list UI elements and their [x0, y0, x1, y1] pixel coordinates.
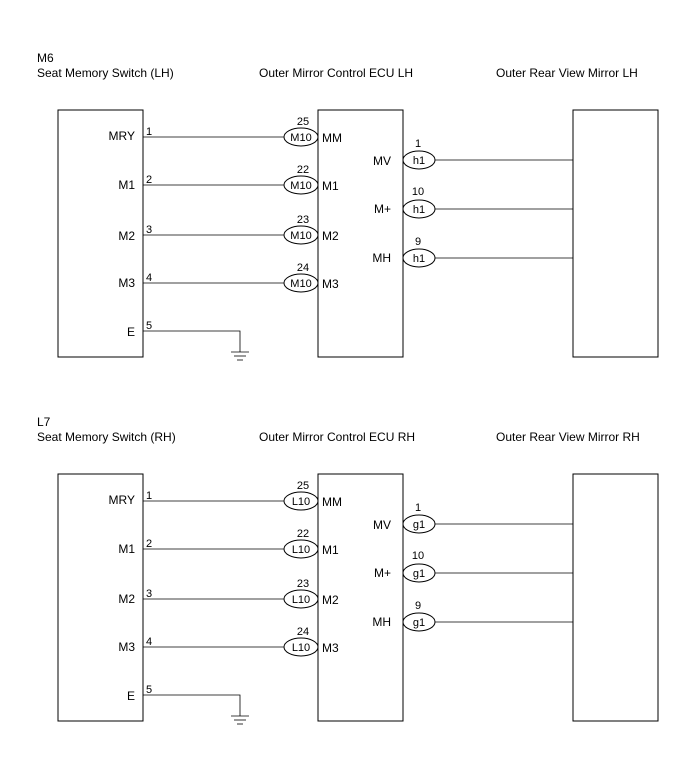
connector-oval [283, 225, 319, 245]
connector-oval [283, 273, 319, 293]
ground-wire [143, 694, 241, 716]
ecu-terminal: M1 [322, 543, 339, 557]
mirror-box [572, 109, 659, 358]
switch-pin-name: M1 [118, 178, 135, 192]
ecu-pin-number: 22 [297, 528, 309, 540]
switch-pin-name: E [127, 689, 135, 703]
ecu-pin-number: 25 [297, 116, 309, 128]
connector-code: M10 [290, 278, 311, 290]
ecu-title: Outer Mirror Control ECU RH [259, 430, 415, 444]
mirror-title: Outer Rear View Mirror LH [496, 66, 638, 80]
ground-icon [231, 715, 249, 725]
ecu-output-terminal: M+ [374, 566, 391, 580]
switch-pin-name: M3 [118, 640, 135, 654]
switch-pin-name: MRY [109, 129, 135, 143]
ecu-terminal: M2 [322, 593, 339, 607]
connector-code: g1 [413, 519, 425, 531]
connector-code: M10 [290, 180, 311, 192]
connector-code: M10 [290, 230, 311, 242]
switch-pin-number: 4 [146, 272, 152, 284]
switch-pin-name: M3 [118, 276, 135, 290]
connector-code: L10 [292, 496, 310, 508]
switch-pin-number: 2 [146, 538, 152, 550]
ground-wire [143, 330, 241, 352]
connector-code: h1 [413, 253, 425, 265]
connector-code: L10 [292, 594, 310, 606]
ecu-pin-number: 25 [297, 480, 309, 492]
connector-code-label: L7 [37, 415, 51, 429]
connector-code: g1 [413, 617, 425, 629]
ecu-output-pin: 1 [415, 138, 421, 150]
ecu-output-terminal: MH [372, 615, 391, 629]
switch-box [57, 473, 144, 722]
ecu-output-pin: 9 [415, 236, 421, 248]
connector-oval [402, 514, 436, 534]
ecu-terminal: M1 [322, 179, 339, 193]
ecu-pin-number: 24 [297, 262, 309, 274]
switch-pin-number: 4 [146, 636, 152, 648]
switch-pin-name: M2 [118, 592, 135, 606]
ecu-output-pin: 10 [412, 186, 424, 198]
switch-pin-name: E [127, 325, 135, 339]
ecu-output-pin: 9 [415, 600, 421, 612]
connector-code-label: M6 [37, 51, 54, 65]
ecu-pin-number: 23 [297, 578, 309, 590]
ecu-terminal: M3 [322, 277, 339, 291]
ecu-terminal: M3 [322, 641, 339, 655]
ecu-pin-number: 22 [297, 164, 309, 176]
diagram-rh: L7 Seat Memory Switch (RH) Outer Mirror … [37, 415, 659, 725]
switch-pin-number: 3 [146, 224, 152, 236]
connector-code: L10 [292, 642, 310, 654]
ecu-pin-number: 23 [297, 214, 309, 226]
connector-code: h1 [413, 204, 425, 216]
ecu-output-terminal: MH [372, 251, 391, 265]
diagram-lh: M6 Seat Memory Switch (LH) Outer Mirror … [37, 51, 659, 361]
switch-pin-number: 2 [146, 174, 152, 186]
ecu-terminal: M2 [322, 229, 339, 243]
switch-title: Seat Memory Switch (LH) [37, 66, 174, 80]
switch-pin-name: M1 [118, 542, 135, 556]
connector-code: h1 [413, 155, 425, 167]
connector-oval [283, 127, 319, 147]
mirror-title: Outer Rear View Mirror RH [496, 430, 640, 444]
ground-icon [231, 351, 249, 361]
mirror-box [572, 473, 659, 722]
connector-oval [283, 637, 319, 657]
switch-pin-number: 1 [146, 490, 152, 502]
ecu-output-terminal: MV [373, 518, 391, 532]
switch-pin-number: 1 [146, 126, 152, 138]
connector-oval [402, 248, 436, 268]
switch-pin-number: 3 [146, 588, 152, 600]
connector-code: g1 [413, 568, 425, 580]
connector-oval [283, 491, 319, 511]
switch-pin-number: 5 [146, 684, 152, 696]
ecu-output-pin: 1 [415, 502, 421, 514]
connector-oval [283, 589, 319, 609]
ecu-output-pin: 10 [412, 550, 424, 562]
connector-code: M10 [290, 132, 311, 144]
switch-pin-name: MRY [109, 493, 135, 507]
connector-oval [402, 199, 436, 219]
connector-code: L10 [292, 544, 310, 556]
ecu-terminal: MM [322, 131, 342, 145]
ecu-output-terminal: MV [373, 154, 391, 168]
ecu-pin-number: 24 [297, 626, 309, 638]
connector-oval [402, 612, 436, 632]
switch-box [57, 109, 144, 358]
connector-oval [283, 539, 319, 559]
connector-oval [402, 563, 436, 583]
ecu-output-terminal: M+ [374, 202, 391, 216]
switch-title: Seat Memory Switch (RH) [37, 430, 176, 444]
ecu-terminal: MM [322, 495, 342, 509]
ecu-title: Outer Mirror Control ECU LH [259, 66, 413, 80]
switch-pin-name: M2 [118, 229, 135, 243]
connector-oval [283, 175, 319, 195]
connector-oval [402, 150, 436, 170]
switch-pin-number: 5 [146, 320, 152, 332]
